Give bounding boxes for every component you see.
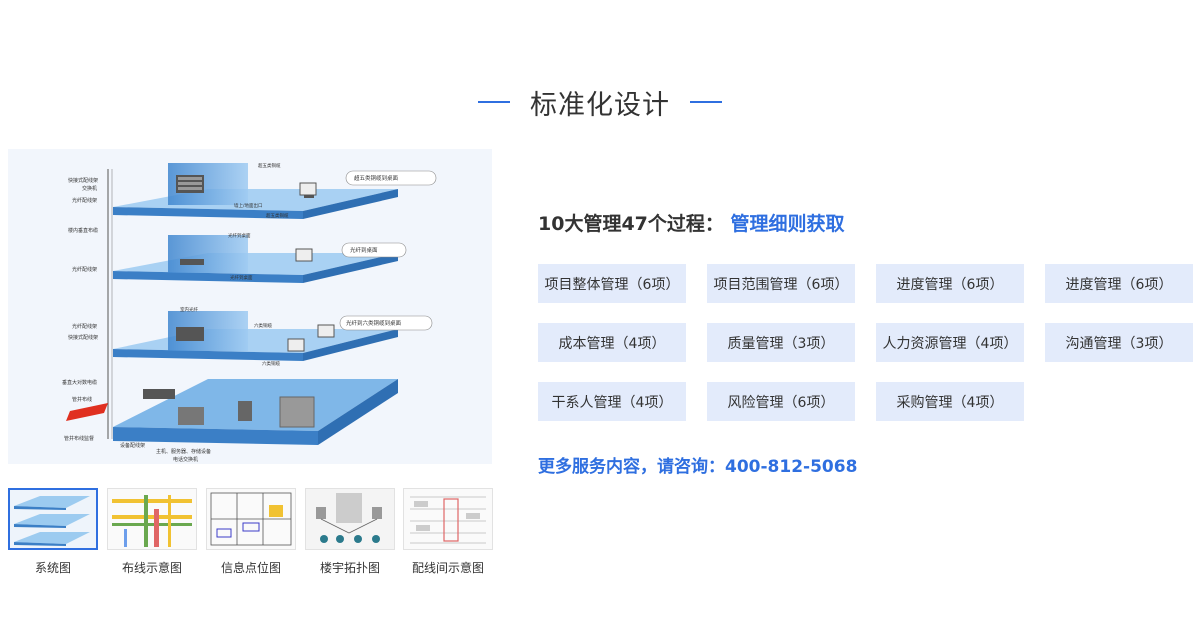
tag-risk[interactable]: 风险管理（6项） (707, 382, 855, 421)
management-subtitle: 10大管理47个过程： 管理细则获取 (538, 209, 845, 236)
thumbnail-wiring-closet[interactable]: 配线间示意图 (403, 488, 493, 576)
system-diagram-image: 快接式配线架 交换机 光纤配线架 楼内垂直布缆 光纤配线架 光纤配线架 快接式配… (8, 149, 492, 464)
title-dash-right (690, 101, 722, 103)
tag-project-scope[interactable]: 项目范围管理（6项） (707, 264, 855, 303)
thumbnail-wiring-closet-label: 配线间示意图 (411, 561, 484, 575)
thumbnail-system-label: 系统图 (34, 561, 71, 575)
thumbnail-system-image (8, 488, 98, 550)
svg-text:超五类铜缆: 超五类铜缆 (258, 162, 281, 169)
svg-text:主机、服务器、存储设备: 主机、服务器、存储设备 (156, 448, 211, 455)
tag-communication[interactable]: 沟通管理（3项） (1045, 323, 1193, 362)
svg-text:电话交换机: 电话交换机 (173, 456, 198, 463)
tag-human-resources[interactable]: 人力资源管理（4项） (876, 323, 1024, 362)
svg-text:室内光纤: 室内光纤 (180, 306, 198, 313)
section-title: 标准化设计 (530, 89, 670, 121)
title-dash-left (478, 101, 510, 103)
svg-text:管井布线监督: 管井布线监督 (64, 435, 94, 442)
svg-text:六类铜缆: 六类铜缆 (254, 322, 272, 329)
thumbnail-strip: 系统图 布线示意图 (8, 488, 493, 578)
svg-text:六类铜缆: 六类铜缆 (262, 360, 280, 367)
thumbnail-system[interactable]: 系统图 (8, 488, 98, 576)
cabling-system-diagram: 快接式配线架 交换机 光纤配线架 楼内垂直布缆 光纤配线架 光纤配线架 快接式配… (62, 162, 437, 463)
tag-schedule-1[interactable]: 进度管理（6项） (876, 264, 1024, 303)
thumbnail-wiring[interactable]: 布线示意图 (107, 488, 197, 576)
svg-text:光纤到六类铜缆到桌面: 光纤到六类铜缆到桌面 (346, 319, 402, 327)
thumbnail-building-topology-label: 楼宇拓扑图 (319, 561, 380, 575)
svg-text:楼内垂直布缆: 楼内垂直布缆 (68, 227, 98, 234)
thumbnail-wiring-closet-image (403, 488, 493, 550)
svg-text:管井布线: 管井布线 (72, 396, 92, 403)
tag-cost[interactable]: 成本管理（4项） (538, 323, 686, 362)
tag-schedule-2[interactable]: 进度管理（6项） (1045, 264, 1193, 303)
section-header: 标准化设计 (0, 80, 1200, 124)
thumbnail-building-topology[interactable]: 楼宇拓扑图 (305, 488, 395, 576)
svg-text:墙上/地面出口: 墙上/地面出口 (234, 202, 263, 209)
tag-project-integration[interactable]: 项目整体管理（6项） (538, 264, 686, 303)
thumbnail-info-points-label: 信息点位图 (220, 561, 281, 575)
svg-text:设备配线架: 设备配线架 (120, 442, 145, 449)
thumbnail-wiring-label: 布线示意图 (121, 561, 182, 575)
tag-stakeholder[interactable]: 干系人管理（4项） (538, 382, 686, 421)
svg-text:超五类铜缆: 超五类铜缆 (266, 212, 289, 219)
subtitle-prefix: 10大管理47个过程： (538, 213, 724, 235)
svg-text:光纤配线架: 光纤配线架 (72, 197, 97, 204)
thumbnail-info-points[interactable]: 信息点位图 (206, 488, 296, 576)
svg-text:快接式配线架: 快接式配线架 (68, 177, 98, 184)
thumbnail-wiring-image (107, 488, 197, 550)
contact-line[interactable]: 更多服务内容，请咨询：400-812-5068 (538, 457, 858, 477)
svg-text:垂直大对数电缆: 垂直大对数电缆 (62, 379, 97, 386)
management-details-link[interactable]: 管理细则获取 (730, 213, 845, 235)
svg-text:光纤到桌面: 光纤到桌面 (350, 246, 378, 254)
svg-text:光纤配线架: 光纤配线架 (72, 323, 97, 330)
tag-procurement[interactable]: 采购管理（4项） (876, 382, 1024, 421)
svg-text:超五类铜缆到桌面: 超五类铜缆到桌面 (354, 174, 399, 182)
tag-quality[interactable]: 质量管理（3项） (707, 323, 855, 362)
svg-text:交换机: 交换机 (82, 185, 97, 192)
thumbnail-info-points-image (206, 488, 296, 550)
svg-text:光纤到桌面: 光纤到桌面 (228, 232, 251, 239)
svg-text:快接式配线架: 快接式配线架 (68, 334, 98, 341)
thumbnail-building-topology-image (305, 488, 395, 550)
svg-text:光纤配线架: 光纤配线架 (72, 266, 97, 273)
svg-text:光纤到桌面: 光纤到桌面 (230, 274, 253, 281)
